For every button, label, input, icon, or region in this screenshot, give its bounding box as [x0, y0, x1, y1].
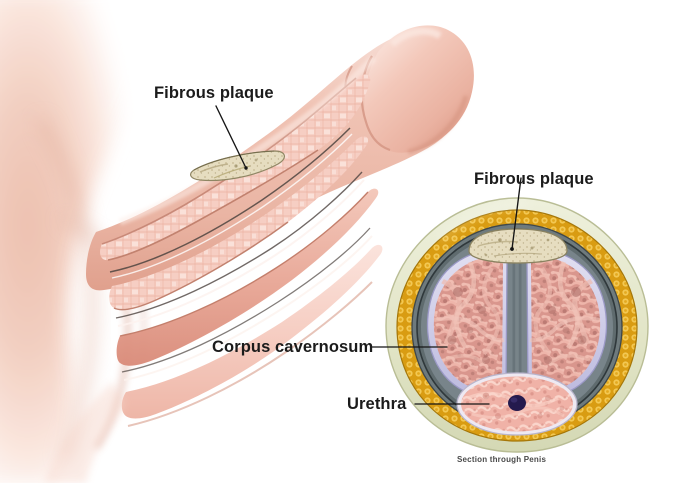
label-fibrous-plaque-section: Fibrous plaque: [474, 170, 594, 188]
cross-section: [385, 197, 649, 453]
label-corpus-cavernosum: Corpus cavernosum: [212, 338, 374, 356]
corpus-cavernosum-left: [426, 249, 508, 398]
plaque-section-leader: [511, 177, 522, 250]
urethral-lumen: [508, 395, 526, 411]
corpus-cavernosum-right: [526, 249, 608, 398]
plaque-shaft-leader: [215, 105, 247, 169]
caption-section-through-penis: Section through Penis: [457, 455, 547, 464]
label-fibrous-plaque-shaft: Fibrous plaque: [154, 84, 274, 102]
corpus-spongiosum: [456, 372, 578, 436]
longitudinal-section: [44, 25, 474, 483]
leader-lines: [215, 105, 522, 405]
label-urethra: Urethra: [347, 395, 407, 413]
fibrous-plaque-section: [468, 228, 568, 264]
